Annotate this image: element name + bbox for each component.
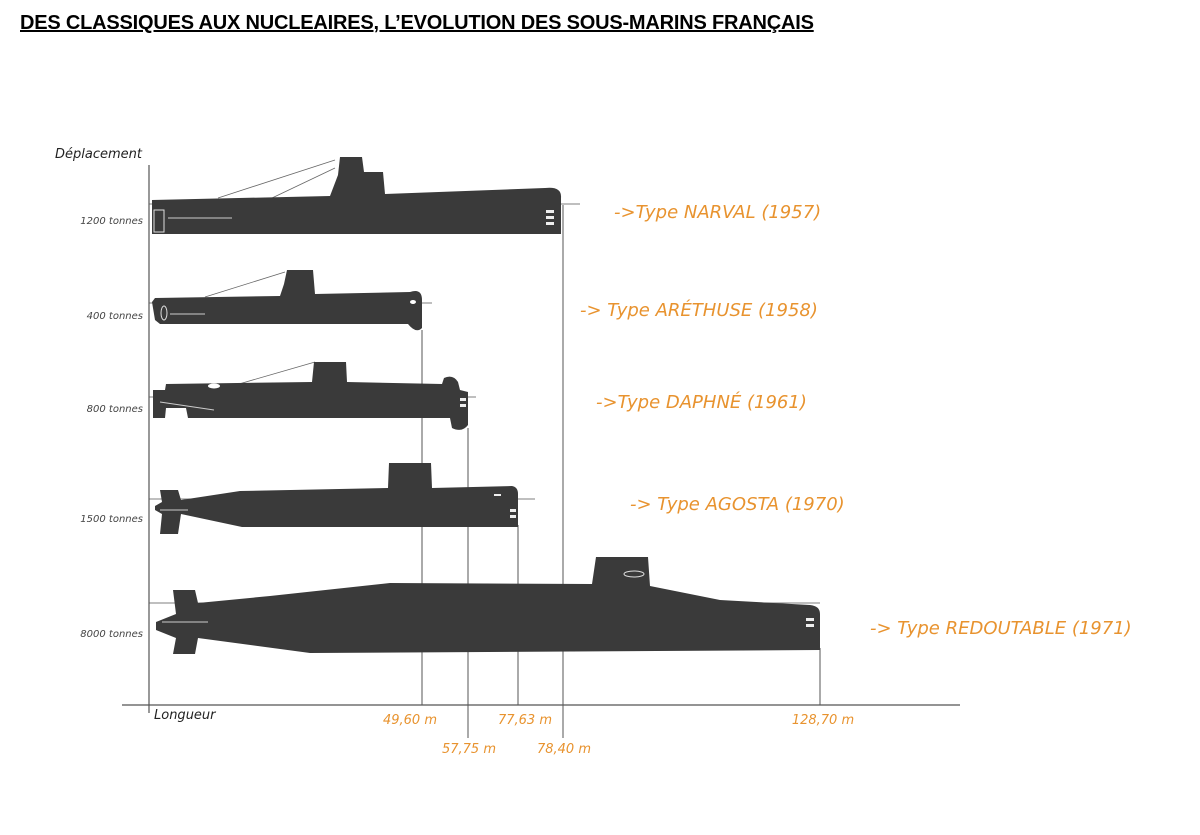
hull [153, 362, 468, 430]
displacement-label-daphne: 800 tonnes [87, 404, 143, 415]
mast-stay [231, 361, 316, 387]
bow-marker [410, 300, 416, 304]
bow-port [460, 398, 466, 401]
mast-stay [271, 167, 336, 199]
length-tick-label: 78,40 m [537, 742, 591, 757]
stern-frame [153, 209, 165, 233]
bow-port [546, 210, 554, 213]
bow-marker [494, 494, 501, 496]
sail-window [623, 570, 645, 578]
submarine-daphne [149, 361, 476, 430]
type-label-narval: ->Type NARVAL (1957) [614, 202, 821, 223]
hull-line [159, 401, 215, 411]
hull [152, 270, 422, 331]
length-guide-lines [421, 205, 821, 738]
y-axis-label: Déplacement [55, 147, 143, 162]
hatch-marker [208, 383, 220, 389]
length-tick-label: 49,60 m [383, 713, 437, 728]
type-label-arethuse: -> Type ARÉTHUSE (1958) [580, 299, 818, 321]
length-tick-label: 77,63 m [498, 713, 552, 728]
mast-stay [217, 159, 336, 199]
bow-port [510, 515, 516, 518]
bow-port [460, 404, 466, 407]
x-axis-label: Longueur [154, 708, 217, 723]
hull [155, 463, 518, 534]
type-label-daphne: ->Type DAPHNÉ (1961) [596, 391, 807, 413]
submarine-agosta [149, 463, 535, 534]
bow-port [806, 618, 814, 621]
type-label-agosta: -> Type AGOSTA (1970) [630, 494, 845, 515]
page-title: DES CLASSIQUES AUX NUCLEAIRES, L’EVOLUTI… [20, 12, 814, 34]
mast-stay [204, 271, 286, 298]
length-tick-label: 128,70 m [792, 713, 854, 728]
bow-port [510, 509, 516, 512]
type-label-redoutable: -> Type REDOUTABLE (1971) [870, 618, 1132, 639]
length-tick-label: 57,75 m [442, 742, 496, 757]
bow-port [546, 222, 554, 225]
hull [152, 157, 562, 234]
stern-propeller [160, 305, 168, 321]
submarine-arethuse [149, 270, 432, 331]
displacement-label-agosta: 1500 tonnes [80, 514, 143, 525]
displacement-label-narval: 1200 tonnes [80, 216, 143, 227]
bow-port [546, 216, 554, 219]
bow-port [806, 624, 814, 627]
displacement-label-arethuse: 400 tonnes [87, 311, 143, 322]
submarine-redoutable [149, 557, 820, 654]
hull [156, 557, 820, 654]
submarine-narval [149, 157, 580, 234]
displacement-label-redoutable: 8000 tonnes [80, 629, 143, 640]
